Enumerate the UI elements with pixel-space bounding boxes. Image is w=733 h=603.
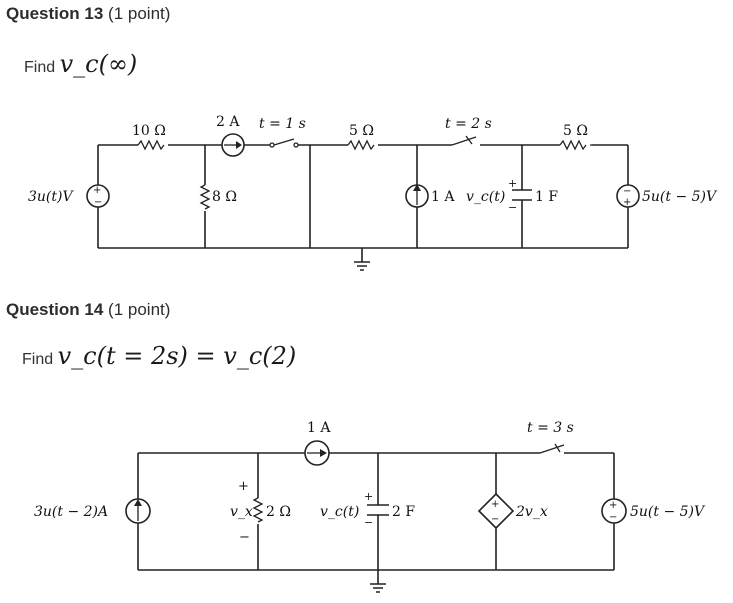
q13-label-src-i1: 2 A <box>216 114 240 130</box>
q14-1a-current-source <box>304 440 330 466</box>
q14-switch-3s <box>539 444 565 454</box>
q13-2a-current-source <box>221 133 245 157</box>
q13-label-vsrc-left: 3u(t)V <box>28 189 74 205</box>
question-14-title: Question 14 <box>6 300 104 319</box>
question-14-header: Question 14 (1 point) <box>6 300 170 320</box>
question-13-title: Question 13 <box>6 4 104 23</box>
question-13-prompt: Find v_c(∞) <box>24 50 137 78</box>
q14-label-cap: 2 F <box>392 504 415 520</box>
q13-label-src-i2: 1 A <box>431 189 455 205</box>
q14-label-src-i1: 1 A <box>307 420 331 436</box>
svg-text:+: + <box>609 500 617 511</box>
q13-label-cap-v: v_c(t) <box>466 189 505 205</box>
svg-text:−: − <box>94 197 102 208</box>
svg-text:+: + <box>508 177 517 190</box>
question-13-prompt-prefix: Find <box>24 59 56 76</box>
svg-text:+: + <box>491 499 499 510</box>
svg-text:−: − <box>239 530 250 545</box>
svg-text:+: + <box>364 490 373 503</box>
q13-left-voltage-source <box>86 184 110 208</box>
question-14-prompt-prefix: Find <box>22 351 54 368</box>
q13-5ohm-resistor-left <box>347 139 375 151</box>
q13-ground-icon <box>354 248 370 271</box>
q14-label-r1: 2 Ω <box>266 504 291 520</box>
q13-switch-1s <box>269 142 275 148</box>
svg-text:−: − <box>508 201 517 214</box>
q13-switch-2s <box>451 136 477 146</box>
svg-text:−: − <box>491 514 499 525</box>
q14-label-switch1: t = 3 s <box>527 420 574 436</box>
q14-label-dep-src: 2v_x <box>515 504 548 520</box>
q13-label-switch1: t = 1 s <box>259 116 306 132</box>
q14-right-voltage-source <box>601 498 627 524</box>
q13-label-switch2: t = 2 s <box>445 116 492 132</box>
q13-label-r1: 10 Ω <box>132 123 166 139</box>
svg-text:−: − <box>609 512 617 523</box>
q14-label-vsrc-right: 5u(t − 5)V <box>630 504 706 520</box>
question-13-points: (1 point) <box>108 4 171 23</box>
q13-circuit: + − − + + − 10 Ω 2 A t = 1 s 5 Ω t = 2 s… <box>28 114 718 271</box>
q14-label-vx: v_x <box>230 504 253 520</box>
q13-10ohm-resistor <box>137 139 165 151</box>
q13-right-voltage-source <box>616 184 640 208</box>
q13-label-r3: 5 Ω <box>563 123 588 139</box>
q13-label-vsrc-right: 5u(t − 5)V <box>642 189 718 205</box>
q13-8ohm-resistor <box>199 184 211 210</box>
svg-text:−: − <box>623 186 631 197</box>
question-14-prompt: Find v_c(t = 2s) = v_c(2) <box>22 342 296 370</box>
question-13-header: Question 13 (1 point) <box>6 4 170 24</box>
q14-dependent-voltage-source <box>477 492 515 530</box>
svg-text:+: + <box>623 197 631 208</box>
q14-capacitor <box>367 504 389 516</box>
q14-circuit: + − + − + − + − 1 A t = 3 s 3u(t − 2)A v… <box>34 420 706 593</box>
question-13-prompt-math: v_c(∞) <box>59 50 138 78</box>
q14-2ohm-resistor <box>252 497 264 523</box>
q14-label-cap-v: v_c(t) <box>320 504 359 520</box>
q13-5ohm-resistor-right <box>559 139 592 151</box>
q13-label-r2: 5 Ω <box>349 123 374 139</box>
q13-label-r-shunt: 8 Ω <box>212 189 237 205</box>
svg-text:+: + <box>238 479 249 494</box>
q13-capacitor <box>512 189 532 201</box>
q14-ground-icon <box>370 570 386 593</box>
q13-label-cap: 1 F <box>535 189 558 205</box>
svg-text:−: − <box>364 516 373 529</box>
question-14-points: (1 point) <box>108 300 171 319</box>
q14-label-isrc-left: 3u(t − 2)A <box>34 504 108 520</box>
question-14-prompt-math: v_c(t = 2s) = v_c(2) <box>57 342 297 370</box>
svg-text:+: + <box>93 185 101 196</box>
